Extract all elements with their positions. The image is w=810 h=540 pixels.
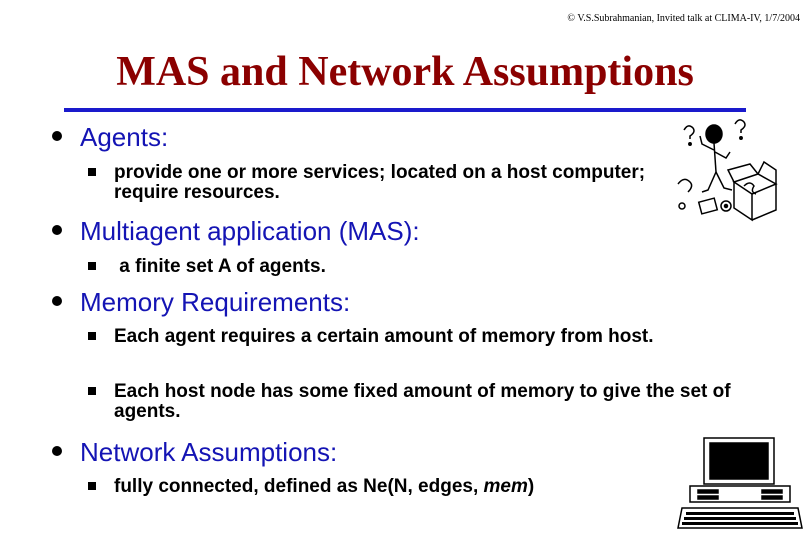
sub-bullet-text-part: ) bbox=[527, 476, 535, 497]
sub-bullet-square bbox=[88, 387, 96, 395]
bullet-dot bbox=[52, 446, 62, 457]
confused-person-with-box-icon bbox=[677, 119, 778, 222]
bullet-label: Multiagent application (MAS): bbox=[80, 216, 420, 246]
bullet-label: Agents: bbox=[80, 122, 169, 152]
sub-bullet-square bbox=[88, 168, 96, 176]
bullet-network: Network Assumptions: bbox=[52, 437, 337, 468]
bullet-dot bbox=[52, 225, 62, 236]
sub-bullet-text: a finite set A of agents. bbox=[114, 256, 326, 277]
bullet-label: Memory Requirements: bbox=[80, 287, 351, 317]
sub-bullet-text-part: fully connected, defined as Ne(N, edges, bbox=[114, 476, 484, 497]
bullet-dot bbox=[52, 131, 62, 142]
bullet-agents: Agents: bbox=[52, 122, 168, 153]
sub-bullet-text-italic: mem bbox=[483, 476, 528, 497]
sub-bullet-text: Each host node has some fixed amount of … bbox=[114, 381, 731, 422]
title-underline bbox=[64, 108, 746, 112]
bullet-memory: Memory Requirements: bbox=[52, 287, 350, 318]
sub-bullet-text: Each agent requires a certain amount of … bbox=[114, 326, 654, 347]
slide-title: MAS and Network Assumptions bbox=[116, 49, 694, 95]
copyright-notice: © V.S.Subrahmanian, Invited talk at CLIM… bbox=[567, 13, 800, 24]
sub-bullet-text: provide one or more services; located on… bbox=[114, 162, 646, 203]
sub-bullet-square bbox=[88, 332, 96, 340]
bullet-mas: Multiagent application (MAS): bbox=[52, 216, 420, 247]
sub-bullet-square bbox=[88, 482, 96, 490]
sub-bullet-square bbox=[88, 262, 96, 270]
sub-bullet-text: fully connected, defined as Ne(N, edges,… bbox=[114, 477, 534, 497]
bullet-dot bbox=[52, 296, 62, 307]
computer-icon bbox=[677, 437, 803, 529]
bullet-label: Network Assumptions: bbox=[80, 437, 338, 467]
